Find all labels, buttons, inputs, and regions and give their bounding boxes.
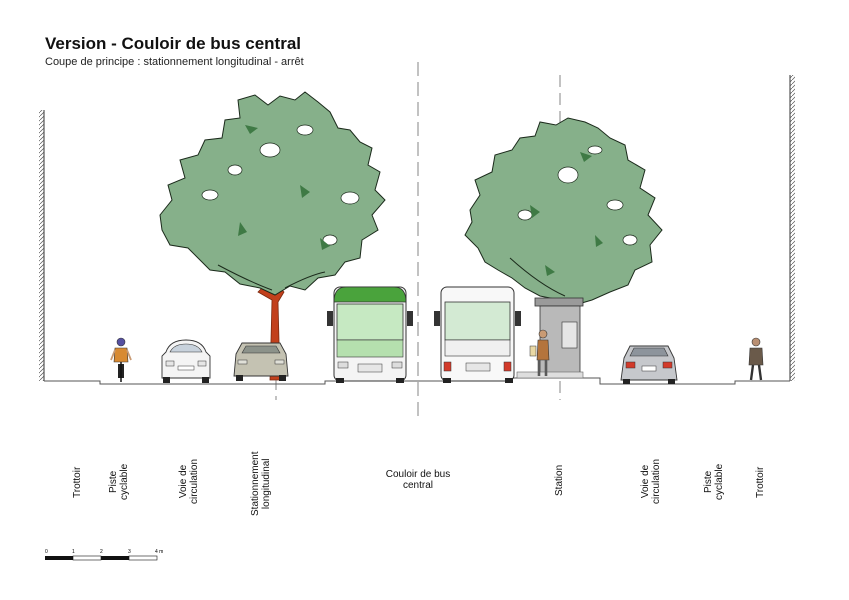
scale-tick-0: 0 bbox=[45, 549, 48, 555]
tree-left bbox=[159, 91, 386, 381]
scale-bar: 0 1 2 3 4 m bbox=[45, 546, 175, 571]
zone-label-trottoir-left: Trottoir bbox=[72, 466, 83, 498]
scale-tick-2: 2 bbox=[100, 549, 103, 555]
cyclist bbox=[110, 337, 132, 382]
pedestrian-station bbox=[529, 329, 550, 376]
facade-left bbox=[39, 110, 45, 381]
bus-white bbox=[434, 286, 521, 383]
ground-profile bbox=[44, 377, 790, 385]
page-subtitle: Coupe de principe : stationnement longit… bbox=[45, 56, 304, 68]
car-parked bbox=[233, 342, 289, 381]
page-title: Version - Couloir de bus central bbox=[45, 34, 301, 53]
scale-tick-1: 1 bbox=[72, 549, 75, 555]
scale-tick-4: 4 m bbox=[155, 549, 163, 555]
facade-right bbox=[789, 75, 795, 381]
tree-right bbox=[464, 117, 663, 306]
bus-green bbox=[327, 286, 413, 383]
scale-tick-3: 3 bbox=[128, 549, 131, 555]
zone-label-trottoir-right: Trottoir bbox=[755, 466, 766, 498]
bus-shelter bbox=[516, 297, 584, 379]
car-right bbox=[620, 345, 678, 384]
car-white-left bbox=[161, 339, 211, 383]
pedestrian-sidewalk bbox=[748, 337, 764, 381]
zone-label-station: Station bbox=[554, 464, 565, 496]
